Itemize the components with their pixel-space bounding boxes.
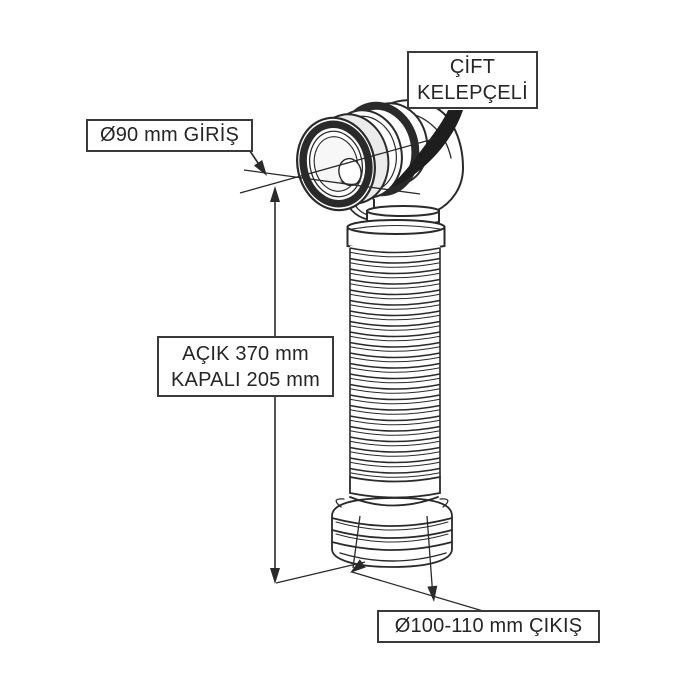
- outlet-label: Ø100-110 mm ÇIKIŞ: [377, 610, 600, 643]
- height-top-arrow: [270, 186, 280, 202]
- inlet-socket: [296, 101, 429, 212]
- clamp-label: ÇİFT KELEPÇELİ: [407, 51, 538, 109]
- inlet-label: Ø90 mm GİRİŞ: [86, 119, 253, 152]
- clamp-label-line2: KELEPÇELİ: [417, 82, 528, 104]
- clamp-leader-swoosh: [390, 110, 463, 187]
- length-closed-text: KAPALI 205 mm: [171, 368, 320, 391]
- outlet-bell: [331, 496, 453, 568]
- length-open-text: AÇIK 370 mm: [182, 342, 309, 365]
- inlet-label-text: Ø90 mm GİRİŞ: [99, 124, 240, 146]
- outlet-left-arrow: [350, 559, 366, 573]
- corrugated-hose: [349, 246, 441, 499]
- hose-ribs: [349, 247, 441, 478]
- outlet-label-text: Ø100-110 mm ÇIKIŞ: [394, 615, 583, 637]
- length-label: AÇIK 370 mm KAPALI 205 mm: [157, 336, 334, 397]
- clamp-label-line1: ÇİFT: [449, 56, 496, 78]
- height-bottom-arrow: [270, 568, 280, 584]
- outlet-right-arrow: [427, 585, 438, 602]
- inlet-leader-arrow: [253, 159, 267, 176]
- arrowheads: [253, 159, 438, 602]
- transition-band: [349, 475, 441, 499]
